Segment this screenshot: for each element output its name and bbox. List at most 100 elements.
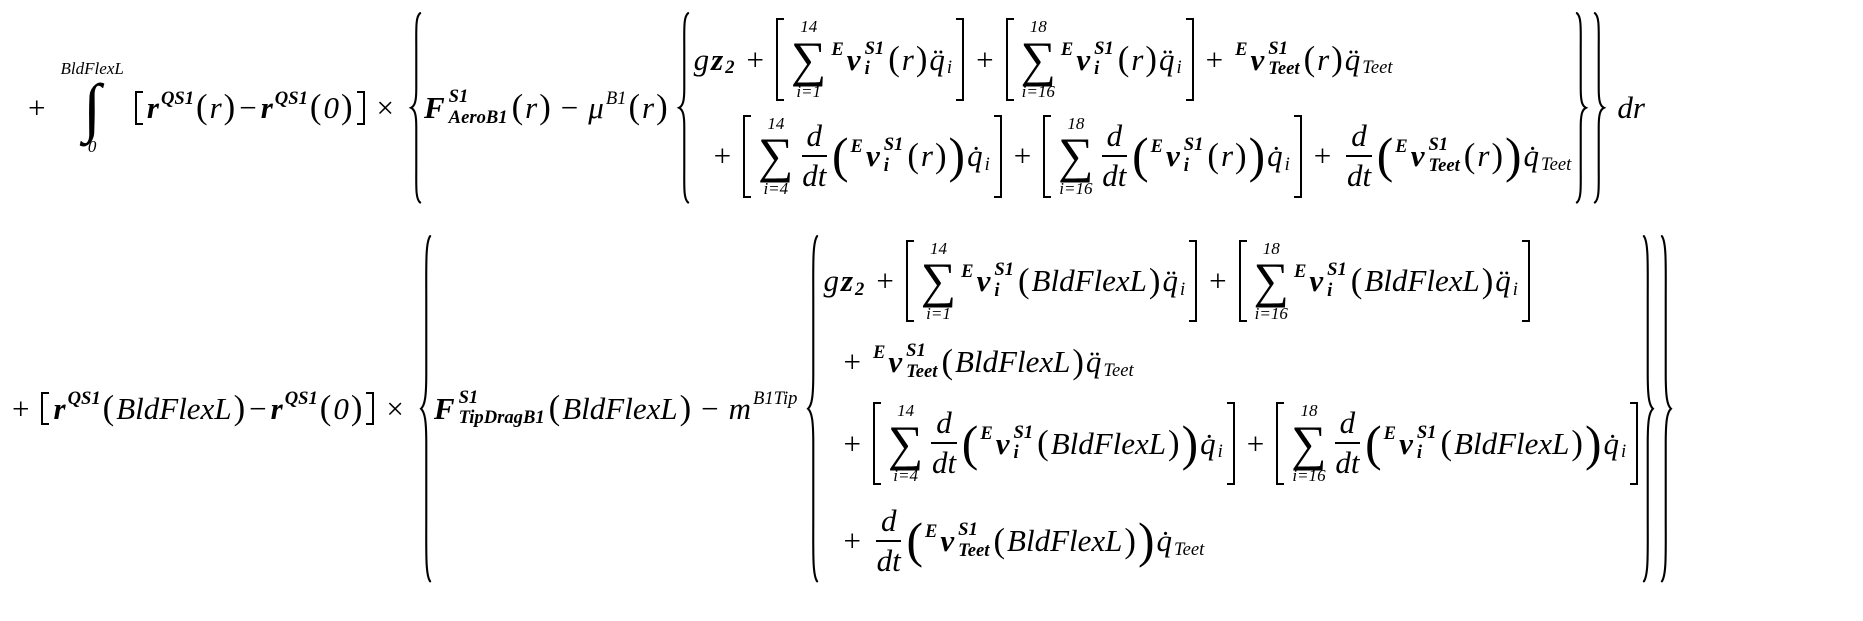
left-paren: ( — [1463, 135, 1476, 175]
sum-upper: 18 — [1300, 401, 1318, 421]
right-paren: ) — [1571, 423, 1583, 463]
q-dot-i: q̇ i — [967, 138, 990, 174]
plus-operator: + — [28, 89, 46, 125]
right-curly-brace — [1642, 234, 1656, 583]
gravity-term: g z 2 — [823, 263, 864, 299]
sub-Teet: Teet — [958, 539, 990, 561]
force-minus-inertia: F S1 AeroB1 ( r ) − μ B1 ( r ) — [424, 12, 1591, 204]
big-left-paren: ( — [1132, 128, 1149, 184]
sub-2: 2 — [725, 57, 735, 79]
sub-i: i — [1620, 441, 1627, 463]
sum-lower: i=16 — [1292, 466, 1326, 486]
left-square-bracket — [1043, 114, 1052, 198]
teeter-accel-term: E v S1 Teet ( BldFlexL ) q̈ Teet — [873, 341, 1134, 383]
right-square-bracket — [366, 391, 375, 426]
left-paren: ( — [1117, 39, 1130, 79]
big-right-paren: ) — [1584, 415, 1602, 471]
sub-i: i — [946, 57, 953, 79]
q-dot-i: q̇ i — [1200, 426, 1223, 462]
sum-term: 18 ∑ i=16 d dt ( — [1288, 401, 1626, 486]
sub-i: i — [1013, 442, 1019, 464]
argument-0: 0 — [333, 390, 349, 426]
q-ddot-i: q̈ i — [1159, 42, 1182, 78]
q-double-dot: q̈ — [1158, 41, 1175, 77]
sub-i: i — [1183, 155, 1189, 177]
gravity-term: g z 2 — [694, 42, 735, 78]
q-dot: q̇ — [1603, 425, 1619, 461]
argument-0: 0 — [323, 89, 339, 125]
right-paren: ) — [934, 135, 947, 175]
sum-upper: 18 — [1262, 238, 1280, 258]
right-curly-brace — [1575, 12, 1589, 204]
minus-operator: − — [249, 390, 267, 426]
right-paren: ) — [656, 87, 668, 127]
minus-operator: − — [239, 89, 257, 125]
sigma-symbol: ∑ — [920, 253, 957, 309]
left-square-bracket — [134, 90, 143, 125]
bracketed-sum: 14 ∑ i=1 E v S1 i — [905, 239, 1198, 324]
presup-E: E — [1383, 423, 1397, 445]
times-operator: × — [386, 390, 404, 426]
right-square-bracket — [1226, 402, 1235, 485]
tip-mass-term: m B1Tip — [729, 388, 798, 427]
tip-acceleration-rows: g z 2 + 14 ∑ — [821, 234, 1640, 583]
acceleration-row-1: g z 2 + 14 ∑ — [694, 17, 1393, 102]
v-vector: v — [1309, 263, 1324, 299]
left-paren: ( — [888, 39, 900, 79]
argument-BldFlexL: BldFlexL — [1050, 425, 1167, 461]
right-curly-brace — [1660, 234, 1674, 583]
r-vector: r — [260, 89, 273, 125]
argument-BldFlexL: BldFlexL — [1031, 263, 1147, 299]
left-paren: ( — [1440, 423, 1453, 463]
big-right-paren: ) — [948, 128, 966, 184]
acceleration-row-2: + 14 ∑ i=4 d — [710, 114, 1572, 199]
q-double-dot: q̈ — [1495, 263, 1511, 299]
right-square-bracket — [1293, 114, 1302, 198]
sigma-symbol: ∑ — [758, 128, 794, 184]
argument-r: r — [1477, 138, 1490, 174]
E-v-i-S1-term: E v S1 i ( r ) — [1061, 38, 1157, 81]
moment-arm-bracket: r QS1 ( r ) − r QS1 ( 0 ) — [134, 88, 365, 126]
denominator-dt: dt — [1102, 158, 1127, 194]
left-square-bracket — [1276, 402, 1285, 485]
presup-E: E — [872, 342, 886, 364]
right-paren: ) — [1481, 260, 1494, 300]
left-paren: ( — [548, 387, 561, 427]
E-v-i-S1-term: E v S1 i ( BldFlexL ) — [1383, 422, 1583, 465]
tip-force-minus-inertia: F S1 TipDragB1 ( BldFlexL ) − m B1Tip — [434, 234, 1658, 583]
sum-upper: 18 — [1067, 113, 1085, 133]
r-QS1-of-0: r QS1 ( 0 ) — [271, 388, 363, 427]
sum-lower: i=1 — [926, 303, 951, 323]
acceleration-rows: g z 2 + 14 ∑ — [692, 12, 1574, 204]
argument-r: r — [1317, 41, 1330, 77]
F-scripts: S1 TipDragB1 — [459, 387, 545, 430]
E-v-i-S1-term: E v S1 i ( r ) — [851, 135, 947, 177]
left-square-bracket — [872, 402, 881, 485]
sub-i: i — [1094, 58, 1100, 80]
v-scripts: S1 Teet — [958, 519, 990, 562]
right-paren: ) — [915, 39, 928, 79]
integral-operator: BldFlexL ∫ 0 — [60, 59, 123, 157]
denominator-dt: dt — [1346, 158, 1372, 194]
left-paren: ( — [993, 520, 1006, 560]
v-scripts: S1 i — [1327, 259, 1347, 302]
v-vector: v — [1076, 41, 1091, 77]
right-paren: ) — [1235, 135, 1247, 175]
sup-B1: B1 — [605, 87, 627, 109]
v-scripts: S1 Teet — [1428, 135, 1459, 177]
big-right-paren: ) — [1248, 128, 1266, 184]
F-vector: F — [433, 390, 455, 426]
summation: 18 ∑ i=16 — [1254, 239, 1289, 324]
mu-B1-term: μ B1 ( r ) — [588, 87, 668, 127]
sum-lower: i=4 — [763, 179, 789, 199]
times-operator: × — [376, 89, 394, 125]
left-paren: ( — [1017, 260, 1030, 300]
bracketed-sum: 14 ∑ i=4 d dt ( — [743, 114, 1002, 199]
v-vector: v — [865, 138, 880, 174]
argument-BldFlexL: BldFlexL — [1007, 523, 1123, 559]
left-paren: ( — [907, 135, 919, 175]
right-square-bracket — [956, 18, 965, 101]
argument-BldFlexL: BldFlexL — [1364, 263, 1480, 299]
F-vector: F — [423, 89, 445, 125]
teeter-accel-term: E v S1 Teet ( r ) q̈ Teet — [1235, 38, 1393, 81]
